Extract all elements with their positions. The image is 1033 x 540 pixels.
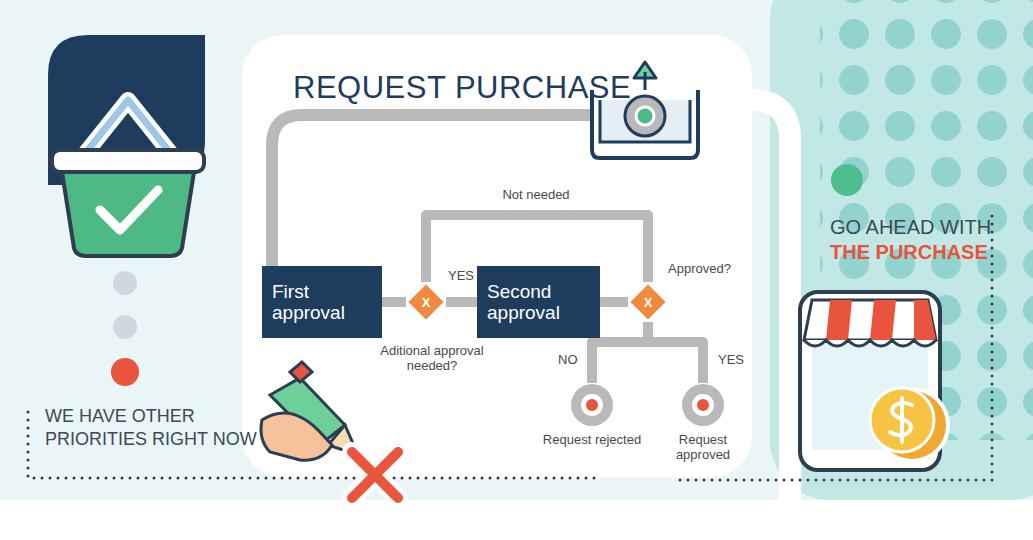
shop-icon-part (890, 398, 912, 442)
circle-inner (581, 394, 603, 416)
circle-ring (571, 384, 613, 426)
circle-shape (570, 383, 614, 427)
pencil-hand-icon-part (352, 452, 398, 498)
basket-icon (48, 35, 205, 256)
basket-icon-part (62, 172, 194, 256)
shop-icon-part (800, 292, 940, 470)
circle-inner (692, 394, 714, 416)
status-dots-part (113, 271, 137, 295)
diamond-mark: X (406, 282, 446, 322)
background-part (752, 100, 790, 500)
box-label: Second approval (487, 281, 590, 324)
outcome-note: GO AHEAD WITH THE PURCHASE (830, 215, 1008, 265)
connector (600, 297, 628, 307)
edge-label: Not needed (500, 187, 571, 202)
outcome-circle: Request rejected (570, 383, 614, 427)
edge-label: YES (446, 268, 476, 283)
circle-shape (681, 383, 725, 427)
pencil-hand-icon-part (290, 362, 312, 382)
box-label: First approval (272, 281, 372, 324)
shop-icon-part (870, 388, 934, 452)
pencil-hand-icon-part (352, 452, 398, 498)
pencil-hand-icon-part (261, 413, 332, 460)
basket-icon-part (100, 190, 158, 230)
start-line-part (272, 115, 600, 266)
shop-icon (800, 292, 948, 470)
shop-icon-part (826, 300, 936, 340)
status-dots (111, 271, 139, 386)
outcome-note: WE HAVE OTHER PRIORITIES RIGHT NOW (45, 405, 263, 450)
connector (382, 297, 406, 307)
diamond-mark: X (628, 282, 668, 322)
decision-question: Approved? (668, 262, 731, 277)
edge-label: NO (556, 352, 580, 367)
connector (592, 322, 648, 383)
decision-question: Aditional approval needed? (372, 344, 492, 374)
process-box: Second approval (477, 266, 600, 338)
background-part (0, 500, 1033, 540)
status-dots-part (111, 358, 139, 386)
outcome-label: Request rejected (542, 433, 642, 448)
diamond-outline (629, 283, 667, 321)
connector (446, 297, 477, 307)
outcome-circle: Request approved (681, 383, 725, 427)
basket-icon-part (48, 35, 205, 185)
status-dots-part (113, 315, 137, 339)
circle-dot (697, 399, 709, 411)
background-part (831, 164, 863, 196)
background-part (770, 0, 1033, 500)
circle-ring (682, 384, 724, 426)
outcome-label: Request approved (653, 433, 753, 463)
start-line (272, 115, 600, 266)
background-part (242, 35, 752, 477)
decision-diamond: X (406, 282, 446, 322)
inbox-icon-part (634, 62, 656, 90)
connector (648, 322, 703, 383)
diagram-title: REQUEST PURCHASE (293, 70, 631, 106)
pencil-hand-icon (261, 362, 398, 498)
basket-icon-part (52, 150, 204, 172)
shop-icon-part (804, 340, 936, 346)
inbox-icon-part (636, 107, 654, 125)
diamond-outline (407, 283, 445, 321)
decision-diamond: X (628, 282, 668, 322)
circle-dot (586, 399, 598, 411)
edge-label: YES (716, 352, 746, 367)
shop-icon-part (804, 300, 936, 340)
process-box: First approval (262, 266, 382, 338)
